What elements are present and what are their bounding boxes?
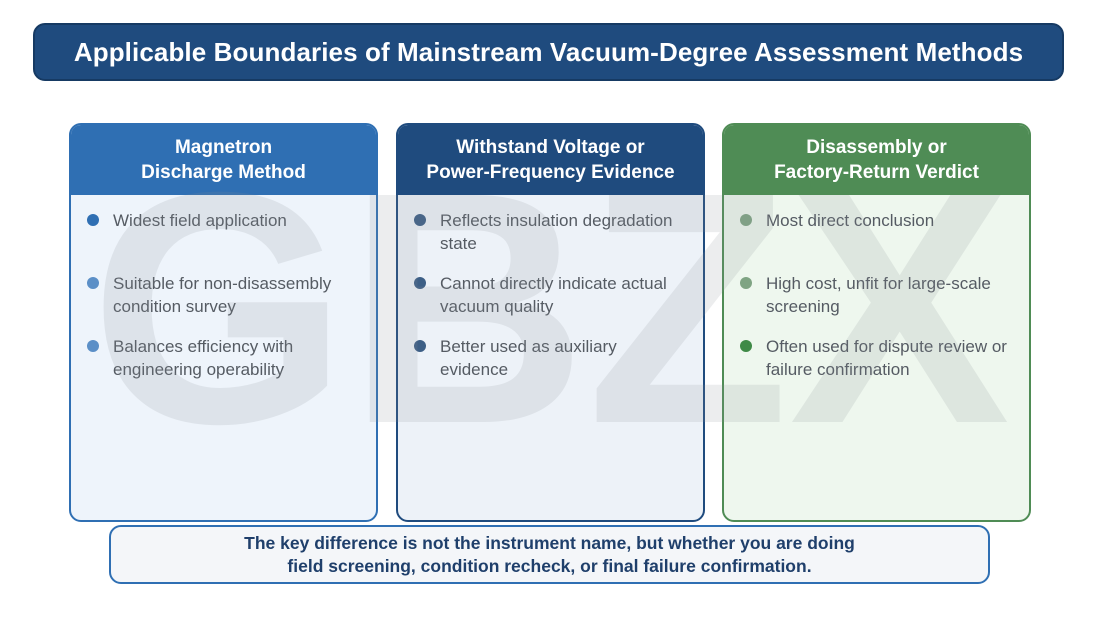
bullet-dot-icon (87, 340, 99, 352)
item-text: Widest field application (113, 211, 287, 230)
list-item: Often used for dispute review or failure… (740, 335, 1013, 398)
list-item: Suitable for non-disassembly condition s… (87, 272, 360, 335)
item-text: Suitable for non-disassembly condition s… (113, 274, 332, 316)
list-item: High cost, unfit for large-scale screeni… (740, 272, 1013, 335)
list-item: Better used as auxiliary evidence (414, 335, 687, 398)
item-text: High cost, unfit for large-scale screeni… (766, 274, 991, 316)
page-title: Applicable Boundaries of Mainstream Vacu… (73, 36, 1024, 67)
bullet-dot-icon (740, 277, 752, 289)
item-text: Better used as auxiliary evidence (440, 337, 617, 379)
bullet-dot-icon (740, 340, 752, 352)
card-heading: Magnetron Discharge Method (71, 125, 376, 195)
item-text: Most direct conclusion (766, 211, 935, 230)
card-heading: Disassembly or Factory-Return Verdict (724, 125, 1029, 195)
item-text: Often used for dispute review or failure… (766, 337, 1007, 379)
list-item: Balances efficiency with engineering ope… (87, 335, 360, 398)
bullet-dot-icon (740, 214, 752, 226)
list-item: Most direct conclusion (740, 209, 1013, 272)
bullet-dot-icon (414, 214, 426, 226)
bullet-dot-icon (414, 277, 426, 289)
list-item: Reflects insulation degradation state (414, 209, 687, 272)
item-text: Cannot directly indicate actual vacuum q… (440, 274, 667, 316)
list-item: Widest field application (87, 209, 360, 272)
card-magnetron-discharge: Magnetron Discharge Method Widest field … (69, 123, 378, 522)
summary-box: The key difference is not the instrument… (109, 525, 990, 584)
card-heading: Withstand Voltage or Power-Frequency Evi… (398, 125, 703, 195)
list-item: Cannot directly indicate actual vacuum q… (414, 272, 687, 335)
item-text: Reflects insulation degradation state (440, 211, 673, 253)
bullet-dot-icon (87, 214, 99, 226)
bullet-dot-icon (414, 340, 426, 352)
card-disassembly-verdict: Disassembly or Factory-Return Verdict Mo… (722, 123, 1031, 522)
item-text: Balances efficiency with engineering ope… (113, 337, 294, 379)
bullet-dot-icon (87, 277, 99, 289)
title-bar: Applicable Boundaries of Mainstream Vacu… (33, 23, 1064, 81)
card-withstand-voltage: Withstand Voltage or Power-Frequency Evi… (396, 123, 705, 522)
